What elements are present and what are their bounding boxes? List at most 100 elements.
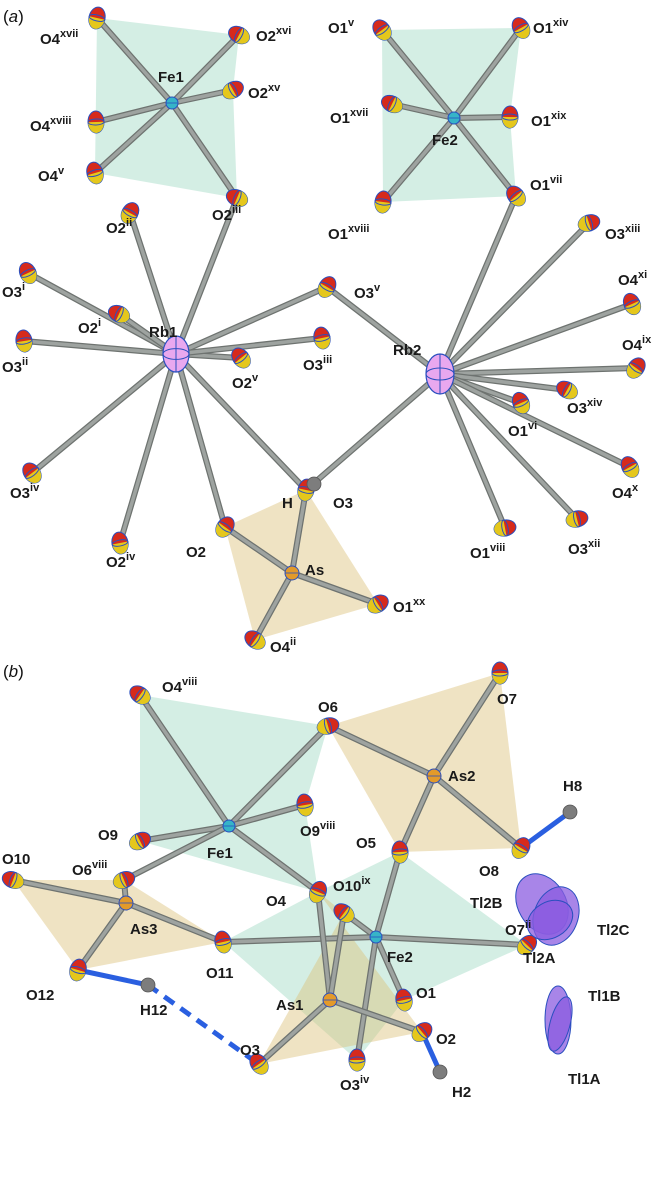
oxygen-atom-a_O4ix (626, 357, 646, 379)
label-b-Fe2: Fe2 (387, 949, 413, 966)
bond-hi-a_Fe1-a_O2iii (170, 101, 239, 200)
label-a-O1v: O1v (328, 17, 355, 37)
oxygen-atom-a_O2i (107, 304, 131, 324)
bond-hi-a_Rb2-a_O3xii (438, 372, 579, 521)
bond-hi-a_Rb2-a_O3 (304, 372, 442, 492)
label-b-O2: O2 (436, 1031, 456, 1048)
bond-hi-b_Fe1-b_O9 (138, 824, 231, 843)
oxygen-atom-a_O2iii (225, 188, 249, 208)
oxygen-atom-b_O9 (129, 831, 151, 851)
bond-hi-a_Rb2-a_O1viii (438, 372, 507, 530)
label-a-O4ix: O4ix (622, 334, 652, 354)
hydrogen-bond-dashed (146, 982, 255, 1063)
oh-bond-b_H12 (75, 967, 151, 988)
label-a-As: As (305, 562, 324, 579)
hydrogen-atom-b_H2 (432, 1064, 448, 1080)
oxygen-atom-a_O3i (18, 261, 38, 285)
label-a-Rb2: Rb2 (393, 342, 421, 359)
label-a-O1vi: O1vi (508, 420, 537, 440)
label-a-O4xi: O4xi (618, 269, 647, 289)
label-b-Tl2C: Tl2C (597, 922, 630, 939)
label-b-O3iv: O3iv (340, 1074, 370, 1094)
bond-hi-a_Fe1-a_O4xviii (94, 101, 174, 124)
oxygen-atom-a_O4v (86, 161, 104, 185)
oxygen-atom-b_O11 (214, 930, 232, 954)
label-a-O1vii: O1vii (530, 174, 562, 194)
oxygen-atom-a_O3iv (22, 462, 42, 484)
oxygen-atom-a_O1xix (501, 105, 519, 129)
bond-hi-a_Rb2-a_O3xiv (438, 372, 569, 392)
bond-hi-a_As-a_O2 (223, 525, 294, 575)
label-a-O2iv: O2iv (106, 551, 136, 571)
oxygen-atom-a_O2ii (120, 202, 140, 224)
label-b-H8: H8 (563, 778, 582, 795)
bond-hi-a_Rb1-a_O2 (174, 352, 227, 529)
label-a-O1xx: O1xx (393, 596, 426, 616)
bond-hi-a_Rb1-a_O2iv (118, 352, 178, 545)
label-a-O3xiii: O3xiii (605, 223, 640, 243)
bond-hi-b_Fe1-b_O4viii (138, 693, 231, 828)
label-a-O4v: O4v (38, 165, 65, 185)
bond-hi-b_As2-b_O8 (432, 774, 523, 850)
oxygen-atom-a_O2 (215, 516, 235, 538)
as-tetrahedron (225, 490, 378, 640)
oxygen-atom-b_O8 (511, 837, 531, 859)
oxygen-atom-a_O2iv (111, 531, 129, 555)
label-b-As1: As1 (276, 997, 304, 1014)
label-b-O1: O1 (416, 985, 436, 1002)
fe1-octahedron-b (140, 695, 328, 892)
bond-hi-a_Fe1-a_O2xvi (170, 33, 241, 105)
label-b-Tl1B: Tl1B (588, 988, 621, 1005)
label-a-Rb1: Rb1 (149, 324, 177, 341)
label-a-O2xv: O2xv (248, 82, 281, 102)
bond-hi-b_Fe1-b_O6 (227, 724, 330, 828)
oxygen-atom-a_O4xvii (88, 6, 106, 30)
label-a-O3v: O3v (354, 282, 381, 302)
oxygen-atom-a_O1xvii (381, 94, 403, 114)
label-b-H2: H2 (452, 1084, 471, 1101)
label-b-O7: O7 (497, 691, 517, 708)
oxygen-atom-a_O1vii (506, 185, 526, 207)
bond-hi-b_As1-b_O3 (257, 998, 332, 1066)
label-a-O4xviii: O4xviii (30, 115, 71, 135)
label-a-O4ii: O4ii (270, 636, 296, 656)
panel-label-b: (b) (3, 662, 24, 681)
oxygen-atom-b_O3 (249, 1053, 269, 1075)
bond-hi-a_As-a_O1xx (290, 571, 380, 606)
oxygen-atom-b_O5 (391, 840, 409, 864)
oxygen-atom-a_O1v (372, 19, 392, 41)
as3-tetrahedron (13, 880, 223, 970)
oxygen-atom-a_O3xiv (556, 380, 578, 400)
label-b-O11: O11 (206, 965, 234, 982)
bond-hi-a_As-a_O4ii (253, 571, 294, 642)
label-b-O12: O12 (26, 987, 54, 1004)
bond-hi-b_As3-b_O11 (124, 901, 225, 944)
label-a-O2i: O2i (78, 317, 101, 337)
label-a-O2xvi: O2xvi (256, 25, 291, 45)
bond-hi-a_Rb1-a_O3 (174, 352, 308, 492)
bond-hi-b_Fe2-b_O3iv (355, 935, 378, 1062)
hydrogen-atom-b_H8 (562, 804, 578, 820)
oxygen-atom-a_O4x (620, 456, 640, 478)
bond-hi-b_Fe2-b_O11 (221, 935, 378, 944)
bond-hi-b_As2-b_O6 (326, 724, 436, 778)
oxygen-atom-a_O1xviii (374, 190, 392, 214)
label-b-As3: As3 (130, 921, 158, 938)
label-a-O1xiv: O1xiv (533, 17, 569, 37)
oxygen-atom-b_O1 (395, 988, 413, 1012)
bond-hi-b_As2-b_O5 (398, 774, 436, 854)
oxygen-atom-b_O3iv (348, 1048, 366, 1072)
label-a-O1viii: O1viii (470, 542, 505, 562)
oxygen-atom-a_O1xx (367, 594, 389, 614)
label-b-Tl2A: Tl2A (523, 950, 556, 967)
label-a-O3xiv: O3xiv (567, 397, 603, 417)
bond-hi-b_As3-b_O12 (76, 901, 128, 972)
bond-hi-a_Rb1-a_O2ii (128, 211, 178, 356)
oxygen-atom-a_O2xvi (228, 25, 250, 45)
label-a-O2iii: O2iii (212, 204, 241, 224)
thallium-ellipsoid-tl1-1 (547, 996, 573, 1052)
oxygen-atom-a_O1viii (493, 519, 517, 537)
bond-hi-a_Rb2-a_O4x (438, 372, 632, 469)
oxygen-atom-b_O7ii (516, 934, 538, 956)
label-a-O3ii: O3ii (2, 356, 28, 376)
